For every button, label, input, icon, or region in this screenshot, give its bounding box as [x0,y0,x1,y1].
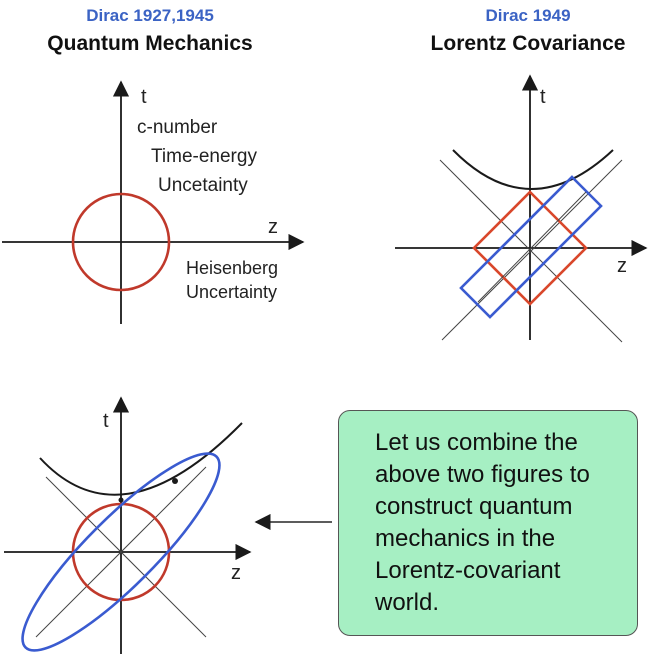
lorentz-red-square [472,190,588,306]
combined-lightcone-1 [45,476,207,638]
qm-note-line-1: c-number [137,117,218,138]
combined-lightcone-2 [35,466,207,638]
callout-box: Let us combine the above two figures to … [338,410,638,636]
lorentz-lightcone-2 [441,159,623,341]
qm-uncertainty-circle [71,192,171,292]
lorentz-blue-rectangle [459,175,603,319]
lorentz-t-label: t [540,86,546,108]
combined-ellipse [21,452,221,652]
lorentz-diagram [395,74,648,343]
lorentz-title: Lorentz Covariance [430,32,626,55]
qm-note-line-2: Time-energy [151,146,257,167]
qm-note-uncertainty: Uncertainty [186,282,278,302]
combined-tangent-dot [172,478,178,484]
qm-t-label: t [141,86,147,108]
combined-t-label: t [103,410,109,432]
qm-note-heisenberg: Heisenberg [186,258,279,278]
combined-hyperbola [39,422,243,496]
qm-title: Quantum Mechanics [47,32,253,55]
lorentz-blue-axis [477,191,587,303]
combined-diagram [4,396,332,654]
qm-diagram [2,80,305,324]
lorentz-date: Dirac 1949 [485,6,571,25]
qm-z-label: z [268,216,278,238]
qm-date: Dirac 1927,1945 [86,6,214,25]
lorentz-hyperbola [452,149,614,190]
qm-note-line-3: Uncetainty [158,175,248,196]
combined-z-label: z [231,562,241,584]
lorentz-z-label: z [617,255,627,277]
combined-vertex-dot [118,497,124,503]
